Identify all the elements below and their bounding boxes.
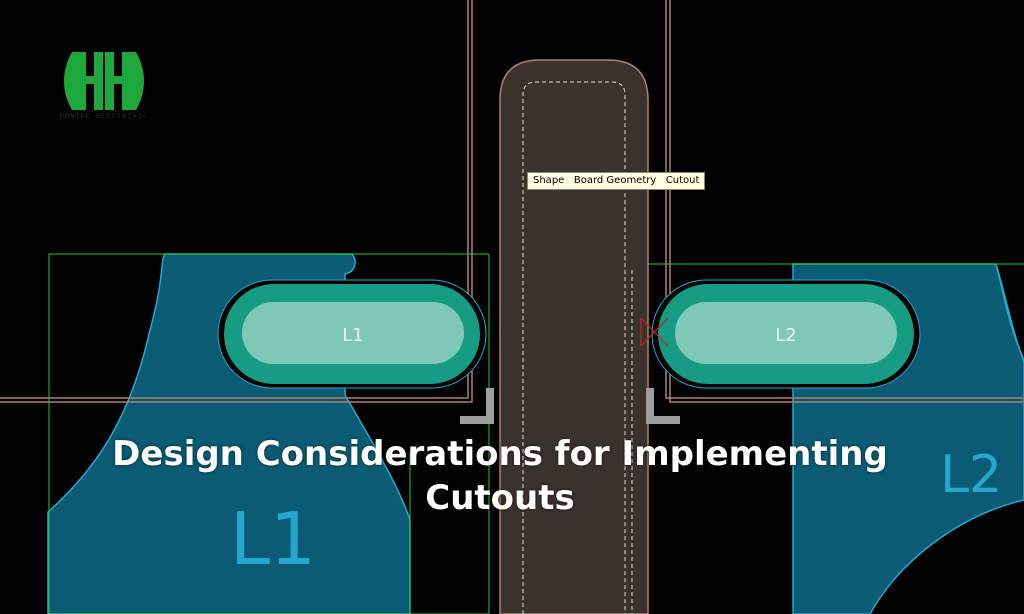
- headline-line-2: Cutouts: [425, 478, 575, 518]
- pad-l1-label: L1: [342, 325, 363, 346]
- headline-line-1: Design Considerations for Implementing: [112, 434, 888, 474]
- hh-logo-icon: [64, 50, 144, 112]
- right-plane-inner-edge: [995, 263, 1024, 363]
- plane-l1-label: L1: [230, 497, 316, 581]
- slot-cutout[interactable]: [499, 59, 649, 614]
- company-logo: HONTEC ELECTRONIC: [34, 50, 174, 130]
- shape-tooltip: Shape Board Geometry Cutout: [527, 172, 706, 190]
- pad-l2-label: L2: [775, 325, 796, 346]
- logo-tagline: HONTEC ELECTRONIC: [59, 113, 149, 121]
- left-selection-box[interactable]: [48, 253, 490, 614]
- corner-marker-right: [646, 388, 680, 424]
- board-outline: [0, 0, 1024, 403]
- pad-l2-inner[interactable]: [675, 302, 897, 364]
- corner-marker-left: [460, 388, 494, 424]
- pad-l1-inner[interactable]: [242, 302, 464, 364]
- page-headline: Design Considerations for Implementing C…: [100, 432, 900, 520]
- drc-marker-icon[interactable]: [640, 317, 669, 347]
- slot-keepout-dashed: [522, 81, 626, 614]
- plane-l2-label: L2: [940, 445, 1002, 505]
